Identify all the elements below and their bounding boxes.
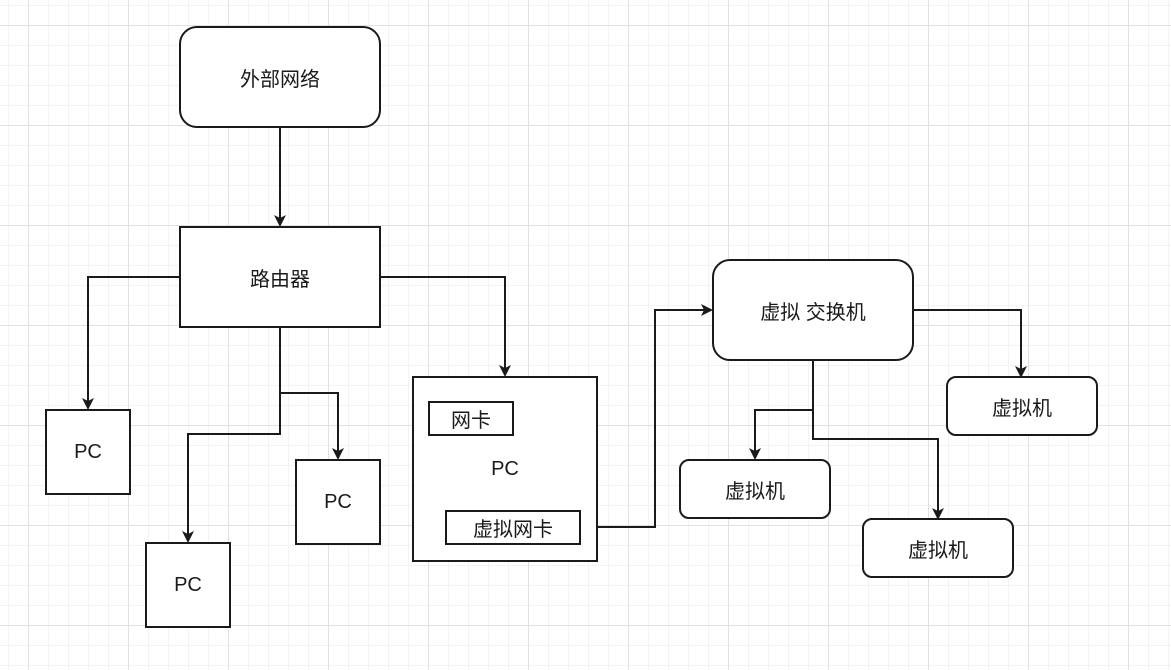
virtual-switch-node[interactable]: 虚拟 交换机 bbox=[712, 259, 914, 361]
edge-virtual-nic-to-switch bbox=[596, 304, 713, 528]
pc-bottom-node[interactable]: PC bbox=[145, 542, 231, 628]
pc-middle-label: PC bbox=[324, 490, 352, 513]
vm-right-node[interactable]: 虚拟机 bbox=[946, 376, 1098, 436]
vm-left-label: 虚拟机 bbox=[725, 480, 785, 503]
host-virtual-nic-node[interactable]: 虚拟网卡 bbox=[445, 510, 581, 545]
pc-middle-node[interactable]: PC bbox=[295, 459, 381, 545]
pc-left-label: PC bbox=[74, 440, 102, 463]
vm-bottom-node[interactable]: 虚拟机 bbox=[862, 518, 1014, 578]
edge-switch-to-vm-left bbox=[749, 358, 814, 460]
vm-left-node[interactable]: 虚拟机 bbox=[679, 459, 831, 519]
edge-router-to-pc-left bbox=[82, 276, 180, 410]
host-virtual-nic-label: 虚拟网卡 bbox=[473, 519, 553, 541]
edge-router-to-pc-bottom bbox=[182, 327, 281, 543]
edge-router-to-pc-middle bbox=[280, 392, 344, 460]
host-pc-label: PC bbox=[491, 458, 519, 480]
host-nic-label: 网卡 bbox=[451, 410, 491, 432]
virtual-switch-label: 虚拟 交换机 bbox=[760, 301, 866, 324]
edge-router-to-host-pc bbox=[380, 276, 511, 377]
router-label: 路由器 bbox=[250, 268, 310, 291]
vm-right-label: 虚拟机 bbox=[992, 397, 1052, 420]
edge-switch-to-vm-bottom bbox=[812, 410, 944, 520]
external-network-node[interactable]: 外部网络 bbox=[179, 26, 381, 128]
pc-bottom-label: PC bbox=[174, 573, 202, 596]
vm-bottom-label: 虚拟机 bbox=[908, 539, 968, 562]
host-nic-node[interactable]: 网卡 bbox=[428, 401, 514, 436]
edge-switch-to-vm-right bbox=[913, 309, 1027, 378]
external-network-label: 外部网络 bbox=[240, 68, 320, 91]
router-node[interactable]: 路由器 bbox=[179, 226, 381, 328]
pc-left-node[interactable]: PC bbox=[45, 409, 131, 495]
